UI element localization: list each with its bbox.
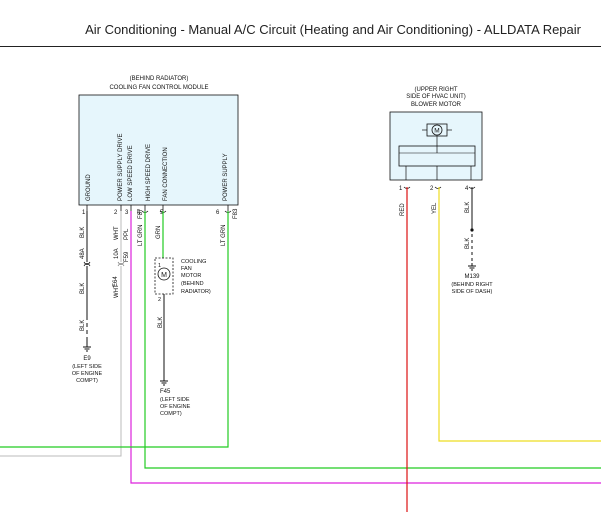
- pin-number-2: 2: [114, 210, 118, 216]
- ground-m139-symbol: [468, 263, 476, 271]
- wire-label-red: RED: [400, 203, 406, 216]
- wire-label-lt-grn-4: LT GRN: [138, 225, 144, 246]
- blower-pin-1: 1: [399, 186, 403, 192]
- fan-motor-label-5: RADIATOR): [181, 289, 211, 295]
- pin-label-power-supply: POWER SUPPLY: [223, 153, 229, 201]
- wire-pin2-wht: [0, 266, 122, 457]
- pin-number-1: 1: [82, 210, 86, 216]
- circuit-label-f87: F87: [138, 208, 144, 219]
- page-title: Air Conditioning - Manual A/C Circuit (H…: [85, 22, 581, 37]
- pin-number-5: 5: [160, 210, 164, 216]
- ground-m139-desc-2: SIDE OF DASH): [452, 289, 493, 295]
- fan-motor-label-4: (BEHIND: [181, 281, 204, 287]
- wire-label-wht-1: WHT: [114, 226, 120, 240]
- splice-label-10a: 10A: [114, 248, 120, 259]
- fan-motor-symbol: M: [161, 272, 167, 279]
- module-location: (BEHIND RADIATOR): [130, 76, 189, 82]
- ground-f45-desc-1: (LEFT SIDE: [160, 397, 190, 403]
- fan-motor-icon: [157, 267, 171, 281]
- blower-location-2: SIDE OF HVAC UNIT): [406, 94, 466, 100]
- ground-e9-id: E9: [83, 356, 91, 362]
- ground-splice-48a: [83, 261, 91, 267]
- blower-pin-2: 2: [430, 186, 434, 192]
- wire-pin6-lt-grn: [0, 211, 229, 448]
- ground-e9-desc-2: OF ENGINE: [72, 371, 103, 377]
- circuit-label-f83: F83: [233, 208, 239, 219]
- wire-label-blk-3: BLK: [80, 320, 86, 331]
- wire-pin4-lt-grn: [144, 211, 601, 469]
- ground-f45-desc-3: COMPT): [160, 411, 182, 417]
- fan-motor-pin1: 1: [158, 263, 161, 269]
- pin-label-low-speed-drive: LOW SPEED DRIVE: [128, 145, 134, 201]
- pin-number-4: 4: [137, 210, 141, 216]
- splice-label-48a: 48A: [80, 248, 86, 259]
- blower-motor-symbol: M: [434, 128, 439, 135]
- wire-label-wht-2: WHT: [114, 284, 120, 298]
- pin-number-6: 6: [216, 210, 220, 216]
- ground-f45-desc-2: OF ENGINE: [160, 404, 191, 410]
- circuit-label-e64: E64: [113, 276, 119, 287]
- ground-m139-desc-1: (BEHIND RIGHT: [451, 282, 493, 288]
- pin-label-ground: GROUND: [86, 174, 92, 201]
- module-connector: [86, 205, 232, 213]
- wire-pin3-ppl: [130, 211, 601, 484]
- wire-label-blk-blower-2: BLK: [465, 238, 471, 249]
- splice-10a: [117, 261, 125, 267]
- fan-motor-pin2: 2: [158, 297, 161, 303]
- module-name: COOLING FAN CONTROL MODULE: [109, 85, 208, 91]
- blower-motor-internals: [405, 129, 472, 180]
- blower-pin-4: 4: [465, 186, 469, 192]
- wire-blower-yel: [438, 187, 601, 442]
- wire-label-fan-blk: BLK: [158, 317, 164, 328]
- blower-blk-splice-dot: [470, 228, 474, 232]
- wire-label-blk-2: BLK: [80, 283, 86, 294]
- ground-e9-desc-1: (LEFT SIDE: [72, 364, 102, 370]
- wire-label-blk-1: BLK: [80, 227, 86, 238]
- blower-name: BLOWER MOTOR: [411, 102, 462, 108]
- pin-label-power-supply-drive: POWER SUPPLY DRIVE: [118, 134, 124, 201]
- blower-location-1: (UPPER RIGHT: [414, 87, 457, 93]
- ground-f45-symbol: [160, 377, 168, 386]
- fan-motor-label-1: COOLING: [181, 259, 206, 265]
- wire-label-ppl: PPL: [124, 228, 130, 240]
- wire-label-blk-blower: BLK: [465, 202, 471, 213]
- pin-label-fan-connection: FAN CONNECTION: [163, 147, 169, 201]
- ground-e9-desc-3: COMPT): [76, 378, 98, 384]
- wire-label-yel: YEL: [432, 202, 438, 214]
- fan-motor-label-3: MOTOR: [181, 273, 201, 279]
- ground-m139-id: M139: [464, 274, 480, 280]
- wire-label-lt-grn-6: LT GRN: [221, 225, 227, 246]
- blower-motor-icon: [431, 124, 443, 136]
- wire-label-grn: GRN: [156, 226, 162, 239]
- cooling-fan-control-module: [78, 94, 239, 206]
- ground-e9-symbol: [83, 341, 91, 352]
- pin-number-3: 3: [125, 210, 129, 216]
- pin-label-high-speed-drive: HIGH SPEED DRIVE: [146, 144, 152, 201]
- fan-motor-label-2: FAN: [181, 266, 192, 272]
- circuit-label-f59: F59: [124, 251, 130, 262]
- ground-f45-id: F45: [160, 389, 171, 395]
- title-divider: [0, 46, 601, 47]
